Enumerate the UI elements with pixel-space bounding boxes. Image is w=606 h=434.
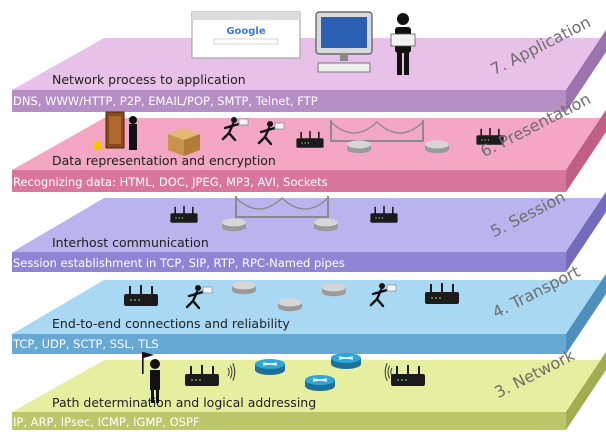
network-switch-icon xyxy=(278,298,302,312)
layer-protocols: TCP, UDP, SCTP, SSL, TLS xyxy=(13,337,159,351)
layer-top-face xyxy=(12,38,606,90)
network-switch-icon xyxy=(330,352,362,370)
network-switch-icon xyxy=(232,281,256,295)
layer-top-face xyxy=(12,198,606,252)
layer-slab-1 xyxy=(12,30,606,112)
layer-protocols: DNS, WWW/HTTP, P2P, EMAIL/POP, SMTP, Tel… xyxy=(13,94,318,108)
layer-description: Network process to application xyxy=(52,72,246,87)
layer-slab-3 xyxy=(12,192,606,272)
router-icon xyxy=(124,285,158,306)
layer-description: End-to-end connections and reliability xyxy=(52,316,290,331)
router-icon xyxy=(296,131,324,148)
layer-protocol-band xyxy=(12,90,566,112)
layer-protocol-band xyxy=(12,412,566,430)
desktop-computer-icon xyxy=(315,11,373,73)
layer-protocols: IP, ARP, IPsec, ICMP, IGMP, OSPF xyxy=(13,415,200,429)
package-box-icon xyxy=(168,128,200,156)
network-switch-icon xyxy=(322,283,346,297)
browser-logo-text: Google xyxy=(226,26,266,37)
person-waving-flag-icon xyxy=(142,352,160,403)
router-icon xyxy=(370,206,398,223)
layer-description: Data representation and encryption xyxy=(52,153,276,168)
network-switch-icon xyxy=(347,140,371,154)
person-with-laptop-icon xyxy=(390,13,416,75)
router-icon xyxy=(170,206,198,223)
network-switch-icon xyxy=(425,140,449,154)
door-with-person-icon xyxy=(94,111,137,150)
network-switch-icon xyxy=(254,358,286,376)
router-icon xyxy=(425,283,459,304)
network-switch-icon xyxy=(304,374,336,392)
layer-description: Interhost communication xyxy=(52,235,209,250)
router-icon xyxy=(185,365,219,386)
network-switch-icon xyxy=(222,218,246,232)
network-switch-icon xyxy=(314,218,338,232)
router-icon xyxy=(391,365,425,386)
layer-protocol-band xyxy=(12,252,566,272)
browser-window-icon: Google xyxy=(191,11,301,59)
layer-protocols: Recognizing data: HTML, DOC, JPEG, MP3, … xyxy=(13,175,328,189)
layer-protocol-band xyxy=(12,334,566,354)
layer-description: Path determination and logical addressin… xyxy=(52,395,317,410)
layer-protocols: Session establishment in TCP, SIP, RTP, … xyxy=(13,256,345,270)
layer-protocol-band xyxy=(12,170,566,192)
